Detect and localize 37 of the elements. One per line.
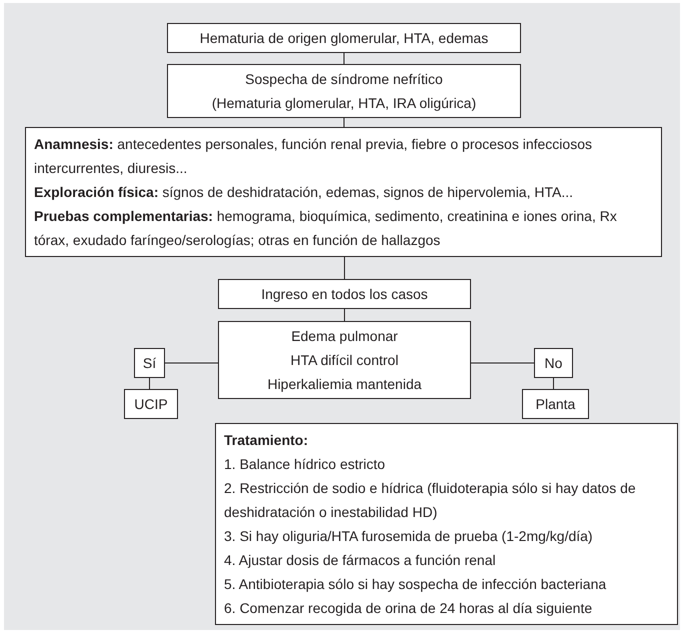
decision-box xyxy=(218,321,471,399)
node-text: Anamnesis: antecedentes personales, función renal previa, fiebre o procesos infecciosos intercurrentes, diuresis... xyxy=(34,135,593,178)
node-text: (Hematuria glomerular, HTA, IRA oligúrica) xyxy=(210,94,478,113)
info-box xyxy=(25,127,662,257)
connector-line xyxy=(149,378,150,390)
node-text: 6. Comenzar recogida de orina de 24 horas al día siguiente xyxy=(224,599,594,618)
node-text: Sospecha de síndrome nefrítico xyxy=(244,70,444,89)
node-text: Pruebas complementarias: hemograma, bioquímica, sedimento, creatinina e iones orina, Rx tórax, exudado faríngeo/serologías; otras en función de hallazgos xyxy=(34,207,618,250)
node-text: 4. Ajustar dosis de fármacos a función renal xyxy=(224,551,497,570)
answer-box xyxy=(534,348,573,378)
node-text: Sí xyxy=(142,354,158,373)
node-text: No xyxy=(544,354,564,373)
node-text: HTA difícil control xyxy=(290,351,400,370)
node-text: Exploración física: sígnos de deshidratación, edemas, signos de hipervolemia, HTA... xyxy=(34,183,574,202)
connector-line xyxy=(470,362,534,364)
process-box xyxy=(218,279,471,309)
answer-box xyxy=(134,348,165,378)
node-text: Hematuria de origen glomerular, HTA, edemas xyxy=(198,29,490,48)
node-text: Planta xyxy=(534,395,576,414)
connector-line xyxy=(164,362,218,364)
node-text: 2. Restricción de sodio e hídrica (fluidoterapia sólo si hay datos de deshidratación o inestabilidad HD) xyxy=(224,479,637,522)
node-text: Edema pulmonar xyxy=(290,327,399,346)
node-text: UCIP xyxy=(133,395,169,414)
process-box xyxy=(167,64,521,118)
connector-line xyxy=(553,378,554,390)
process-box xyxy=(167,23,521,53)
connector-line xyxy=(344,256,345,280)
outcome-box xyxy=(124,389,178,419)
node-text: Hiperkaliemia mantenida xyxy=(266,375,423,394)
treatment-box xyxy=(215,423,678,625)
connector-line xyxy=(344,308,345,322)
node-text: 1. Balance hídrico estricto xyxy=(224,455,386,474)
node-text: 5. Antibioterapia sólo si hay sospecha de infección bacteriana xyxy=(224,575,608,594)
node-text: 3. Si hay oliguria/HTA furosemida de prueba (1-2mg/kg/día) xyxy=(224,527,594,546)
heading-text: Tratamiento: xyxy=(224,431,310,450)
node-text: Ingreso en todos los casos xyxy=(260,285,429,304)
outcome-box xyxy=(522,389,589,419)
